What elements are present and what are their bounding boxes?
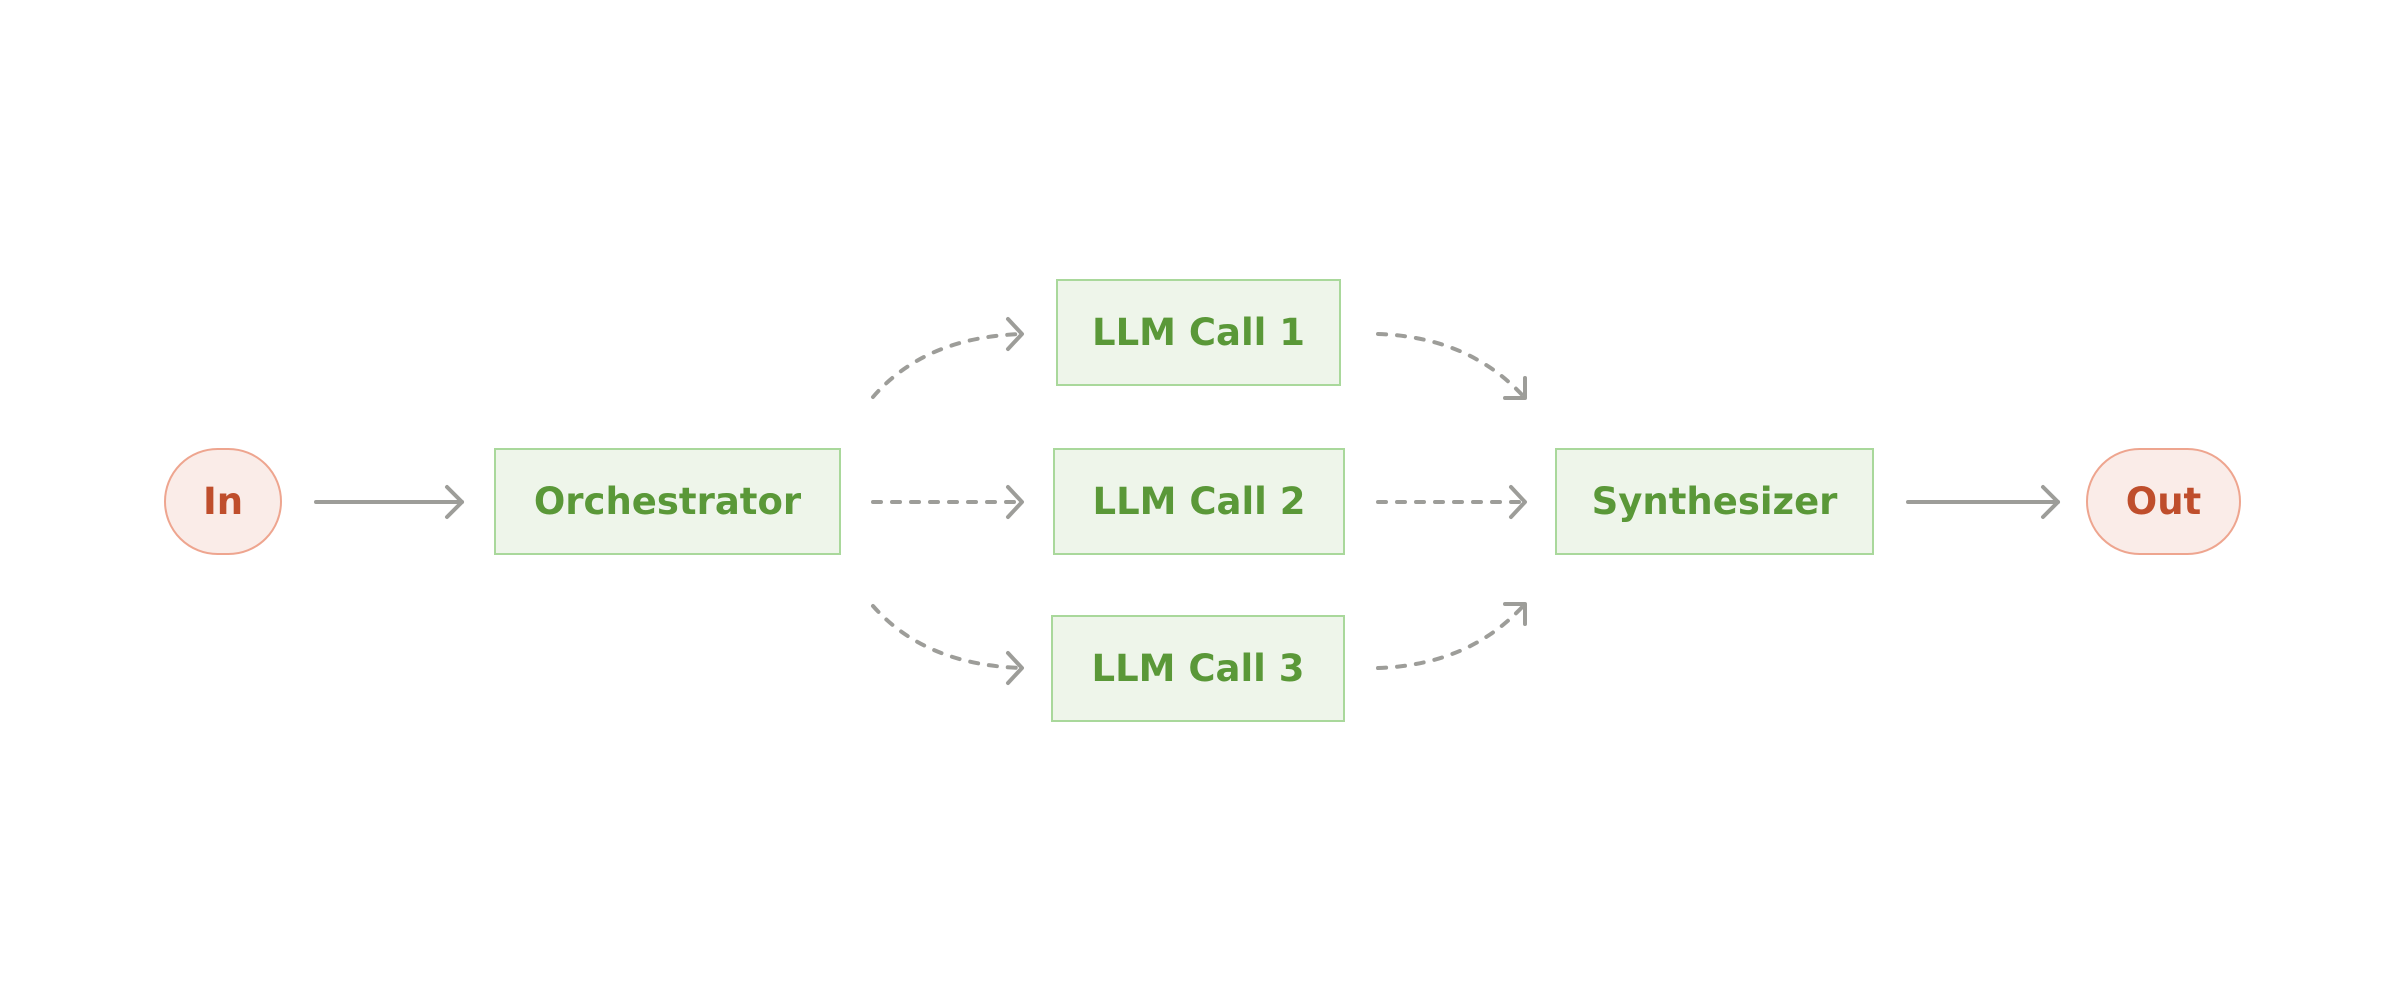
llm-call-3-node: LLM Call 3 xyxy=(1051,615,1345,722)
llm-call-1-node-label: LLM Call 1 xyxy=(1092,311,1305,354)
edge-input-to-orchestrator xyxy=(314,485,464,519)
edge-llm-call-1-to-synthesizer xyxy=(1376,332,1527,400)
llm-call-2-node: LLM Call 2 xyxy=(1053,448,1345,555)
edge-llm-call-2-to-synthesizer xyxy=(1376,485,1527,519)
edge-orchestrator-to-llm-call-2 xyxy=(871,485,1024,519)
llm-call-1-node: LLM Call 1 xyxy=(1056,279,1341,386)
input-node-label: In xyxy=(202,480,244,523)
llm-call-3-node-label: LLM Call 3 xyxy=(1091,647,1305,690)
llm-call-2-node-label: LLM Call 2 xyxy=(1092,480,1306,523)
edge-line xyxy=(871,604,1024,670)
output-node-label: Out xyxy=(2125,480,2202,523)
arrowhead xyxy=(1006,317,1024,351)
orchestrator-node-label: Orchestrator xyxy=(533,480,802,523)
output-node: Out xyxy=(2086,448,2241,555)
edge-orchestrator-to-llm-call-3 xyxy=(871,604,1024,685)
arrowhead xyxy=(1503,376,1527,400)
edge-llm-call-3-to-synthesizer xyxy=(1376,602,1527,670)
arrowhead xyxy=(2041,485,2060,519)
edge-synthesizer-to-output xyxy=(1906,485,2060,519)
synthesizer-node-label: Synthesizer xyxy=(1591,480,1838,523)
arrowhead xyxy=(1006,485,1024,519)
synthesizer-node: Synthesizer xyxy=(1555,448,1874,555)
edge-line xyxy=(1376,332,1527,400)
input-node: In xyxy=(164,448,282,555)
edge-line xyxy=(871,332,1024,399)
arrowhead xyxy=(1006,651,1024,685)
edge-line xyxy=(1376,602,1527,670)
arrowhead xyxy=(1503,602,1527,626)
edge-orchestrator-to-llm-call-1 xyxy=(871,317,1024,399)
arrowhead xyxy=(1509,485,1527,519)
orchestrator-node: Orchestrator xyxy=(494,448,841,555)
arrowhead xyxy=(445,485,464,519)
